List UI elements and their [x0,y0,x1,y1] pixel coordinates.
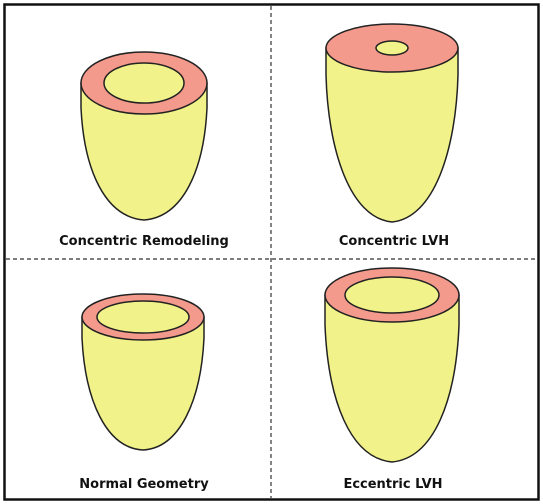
ventricle-body [324,294,460,463]
ventricle-cavity [103,62,185,104]
panel-concentric-remodeling: Concentric Remodeling [59,51,229,249]
panel-concentric-lvh: Concentric LVH [325,23,459,249]
ventricle-body [81,316,205,451]
ventricle-cavity [344,276,440,314]
ventricle-cavity [375,40,409,56]
ventricle-body [80,82,208,221]
panel-label: Eccentric LVH [343,477,442,492]
ventricle-body [325,47,459,223]
panel-label: Concentric LVH [339,234,449,249]
panel-label: Normal Geometry [79,477,209,492]
panel-eccentric-lvh: Eccentric LVH [324,267,460,492]
panel-label: Concentric Remodeling [59,234,229,249]
panel-normal-geometry: Normal Geometry [79,293,209,492]
ventricle-cavity [96,300,190,334]
